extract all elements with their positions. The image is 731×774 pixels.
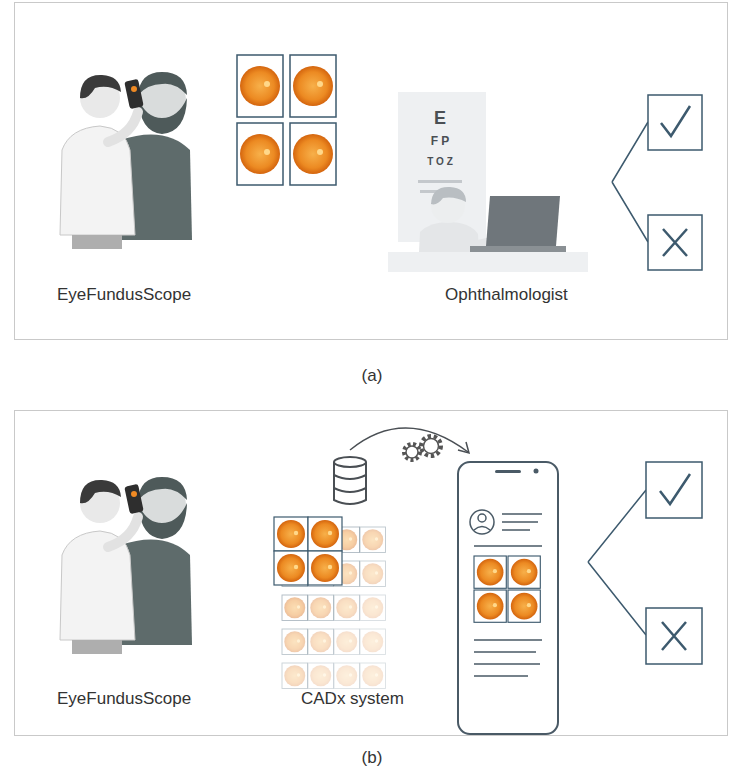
- panel-label: CADx system: [301, 689, 404, 709]
- cross-mark: [662, 622, 686, 650]
- panel-frame: EyeFundusScope Ophthalmologist: [14, 2, 728, 340]
- chart-letter: T O Z: [427, 156, 453, 167]
- eye-chart: [398, 92, 486, 242]
- panel-frame: EyeFundusScope CADx system: [14, 410, 728, 736]
- cross-mark: [663, 229, 687, 256]
- fundus-images: [274, 517, 342, 585]
- panel-label: EyeFundusScope: [57, 285, 191, 305]
- panel-label: Ophthalmologist: [445, 285, 568, 305]
- subfigure-caption: (b): [362, 748, 383, 768]
- operator-and-patient: [60, 477, 192, 654]
- process-arrow: [350, 428, 469, 453]
- decision-branch: [588, 462, 702, 664]
- smartphone: [458, 462, 558, 734]
- ophthalmologist-figure: [388, 187, 588, 272]
- check-mark: [661, 106, 690, 136]
- check-mark: [660, 474, 690, 504]
- panel-label: EyeFundusScope: [57, 689, 191, 709]
- subfigure-caption: (a): [362, 366, 383, 386]
- chart-letter: E: [434, 108, 446, 129]
- chart-letter: F P: [431, 134, 450, 148]
- gears-icon: [404, 436, 441, 460]
- fundus-images: [237, 55, 336, 185]
- decision-branch: [612, 95, 702, 270]
- operator-and-patient: [60, 72, 192, 249]
- database-icon: [334, 457, 366, 504]
